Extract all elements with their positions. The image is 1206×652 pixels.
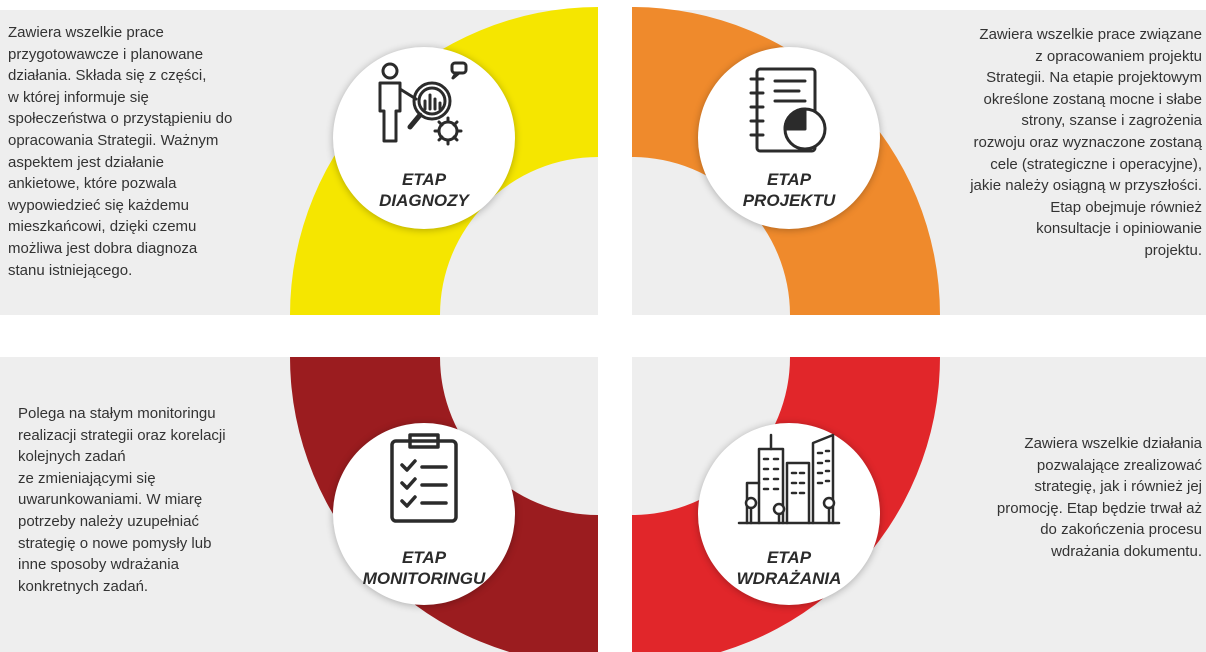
stage-label-etap: ETAP	[766, 170, 812, 189]
stage-label-name: PROJEKTU	[742, 191, 836, 210]
description-projektu: Zawiera wszelkie prace związane z opraco…	[970, 26, 1202, 259]
stage-label-name: MONITORINGU	[362, 569, 486, 588]
description-wdrazania: Zawiera wszelkie działania pozwalające z…	[996, 435, 1202, 560]
stage-label-etap: ETAP	[401, 548, 447, 567]
stage-label-monitoringu: ETAP MONITORINGU	[333, 547, 515, 589]
stage-label-etap: ETAP	[766, 548, 812, 567]
stage-label-projektu: ETAP PROJEKTU	[698, 169, 880, 211]
stage-label-etap: ETAP	[401, 170, 447, 189]
notebook-chart-icon	[749, 67, 827, 153]
description-monitoringu: Polega na stałym monitoringu realizacji …	[18, 405, 226, 595]
stage-circle-monitoringu: ETAP MONITORINGU	[333, 423, 515, 605]
city-buildings-icon	[737, 433, 841, 525]
description-diagnozy: Zawiera wszelkie prace przygotowawcze i …	[8, 24, 233, 279]
stage-circle-wdrazania: ETAP WDRAŻANIA	[698, 423, 880, 605]
stage-label-wdrazania: ETAP WDRAŻANIA	[698, 547, 880, 589]
stage-label-diagnozy: ETAP DIAGNOZY	[333, 169, 515, 211]
stage-circle-projektu: ETAP PROJEKTU	[698, 47, 880, 229]
stage-label-name: WDRAŻANIA	[736, 569, 842, 588]
stage-label-name: DIAGNOZY	[379, 191, 469, 210]
stage-circle-diagnozy: ETAP DIAGNOZY	[333, 47, 515, 229]
presentation-analysis-icon	[378, 61, 468, 146]
clipboard-checklist-icon	[390, 433, 458, 523]
